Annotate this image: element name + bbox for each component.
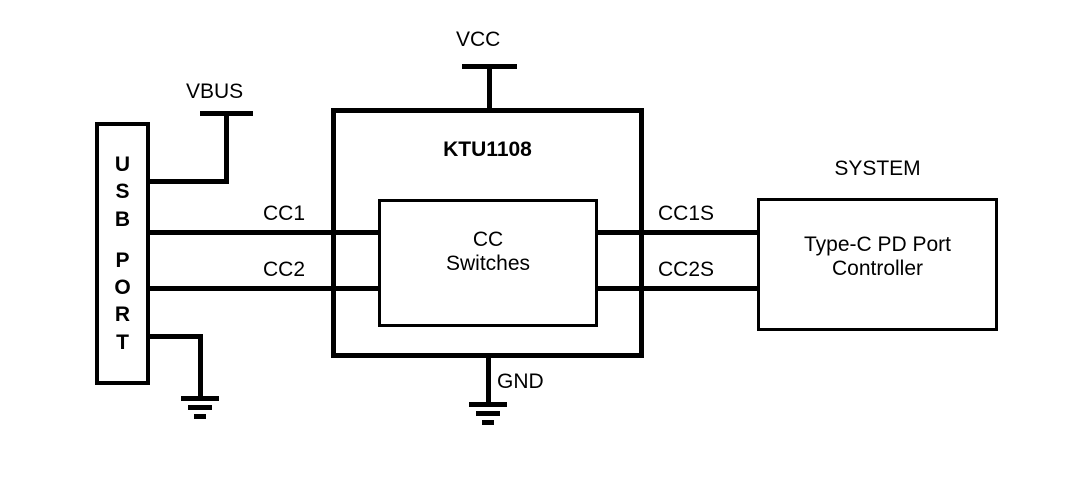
usb-port-letter-t: T [116,330,129,354]
usb-port-block [95,122,150,385]
vbus-vertical-wire [224,111,229,184]
cc2-wire-left [148,286,384,291]
vbus-horizontal-wire [148,179,229,184]
ground-bar-3 [482,420,494,425]
cc2s-wire-right [640,286,759,291]
cc-switches-line2: Switches [445,252,531,276]
chip-ground-symbol [469,402,507,426]
vcc-vertical-wire [487,64,492,112]
cc1-wire-left [148,230,384,235]
system-label: SYSTEM [834,157,921,180]
cc-switches-stub-out-1 [595,230,645,235]
vcc-label: VCC [456,28,501,51]
usb-port-letter-r: R [114,303,131,327]
cc1-label: CC1 [263,202,306,225]
usb-port-letter-b: B [114,207,131,231]
usb-ground-symbol [181,396,219,420]
cc-switches-block [378,199,598,327]
type-c-pd-port-controller-block [757,198,998,331]
cc2-label: CC2 [263,258,306,281]
ktu1108-part-number: KTU1108 [443,138,532,161]
usb-gnd-horizontal-wire [148,334,203,339]
usb-port-label: U S B P O R T [95,122,150,385]
cc2s-label: CC2S [658,258,715,281]
cc-switches-stub-in-1 [331,230,381,235]
cc-switches-line1: CC [472,228,504,251]
type-c-pd-port-controller-label: Type-C PD Port Controller [757,233,998,281]
cc1s-wire-right [640,230,759,235]
ground-bar-1 [469,402,507,407]
usb-port-letter-u: U [114,152,131,176]
ground-bar-2 [476,411,500,416]
cc1s-label: CC1S [658,202,715,225]
cc-switches-stub-in-2 [331,286,381,291]
cc-switches-stub-out-2 [595,286,645,291]
ground-bar-1 [181,396,219,401]
cc-switches-label: CC Switches [378,228,598,276]
usb-gnd-vertical-wire [198,334,203,398]
chip-gnd-vertical-wire [486,356,491,404]
usb-port-letter-s: S [115,180,130,204]
usb-port-letter-p: P [115,248,130,272]
controller-line2: Controller [831,257,924,281]
controller-line1: Type-C PD Port [803,233,952,256]
vbus-label: VBUS [186,80,244,103]
usb-port-letter-o: O [114,276,131,300]
gnd-label: GND [497,370,544,393]
ground-bar-2 [188,405,212,410]
ground-bar-3 [194,414,206,419]
